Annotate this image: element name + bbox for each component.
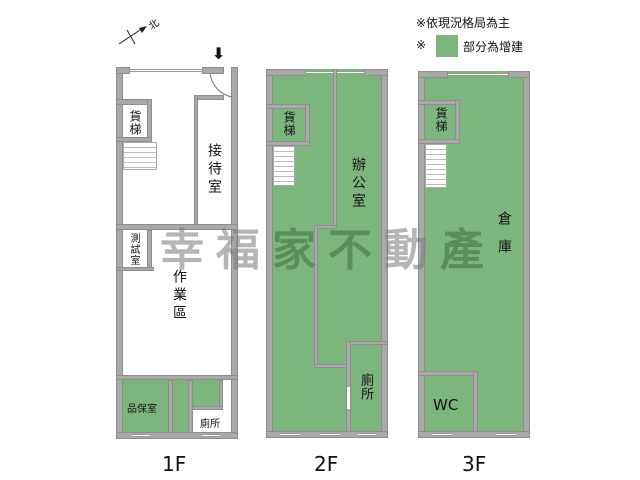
window: [130, 69, 202, 72]
compass-arrow-icon: [118, 26, 147, 45]
addition-area: [123, 380, 168, 432]
floor-label-3f: 3F: [462, 452, 487, 476]
room-label-office: 辦公室: [350, 157, 366, 211]
window: [280, 433, 300, 436]
wall: [194, 95, 224, 100]
wall: [266, 141, 310, 146]
room-label-elevator: 貨梯: [434, 107, 448, 133]
watermark-char: 家: [272, 225, 328, 276]
window: [358, 433, 376, 436]
wall: [418, 71, 448, 78]
watermark-char: 產: [440, 225, 496, 276]
wall: [116, 137, 152, 142]
wall: [305, 104, 310, 144]
entrance-arrow-icon: ⬇: [212, 44, 226, 63]
wall: [314, 364, 350, 368]
floor-plan-2f: 貨梯 辦公室 廁所: [266, 69, 388, 438]
room-label-storage: 品保室: [127, 404, 157, 415]
wall: [147, 99, 152, 139]
wall: [418, 431, 530, 438]
wall: [194, 95, 198, 225]
room-label-elevator: 貨梯: [128, 110, 142, 136]
wall: [266, 69, 306, 76]
room-label-wc: WC: [433, 396, 459, 414]
window: [320, 433, 340, 436]
wall: [116, 267, 154, 271]
floor-plan-1f: 貨梯 接待室 測試室 作業區 品保室 廁所: [116, 67, 238, 439]
room-label-elevator: 貨梯: [282, 111, 296, 137]
compass: 北: [115, 18, 165, 48]
wall: [147, 230, 152, 270]
wall: [455, 100, 460, 142]
floor-label-2f: 2F: [314, 452, 339, 476]
watermark-char: 不: [328, 225, 384, 276]
wall: [508, 71, 530, 78]
wall: [266, 104, 310, 109]
wall: [116, 67, 130, 74]
wall: [202, 67, 224, 74]
wall: [193, 406, 223, 410]
room-label-warehouse: 倉庫: [496, 211, 512, 267]
floor-plan-3f: 貨梯 倉庫 WC: [418, 71, 530, 438]
stairs: [273, 146, 295, 186]
legend-note-1: ※依現況格局為主: [416, 16, 511, 30]
window: [448, 73, 508, 76]
watermark-char: 福: [216, 225, 272, 276]
addition-area: [193, 380, 219, 406]
room-label-toilet: 廁所: [358, 373, 373, 401]
window: [432, 433, 452, 436]
room-label-toilet: 廁所: [200, 419, 220, 430]
legend-note-2-text: 部分為增建: [463, 40, 524, 54]
legend-note-2-prefix: ※: [416, 38, 427, 52]
wall: [418, 371, 478, 376]
wall: [333, 69, 337, 229]
wall: [418, 100, 460, 105]
stairs: [425, 144, 447, 188]
stairs: [123, 142, 157, 170]
wall: [418, 139, 460, 144]
toilet-door: [347, 387, 350, 409]
floor-label-1f: 1F: [162, 452, 187, 476]
addition-area: [173, 380, 188, 432]
addition-area: [266, 69, 388, 438]
watermark-char: 幸: [160, 225, 216, 276]
watermark-char: 動: [384, 225, 440, 276]
window: [202, 434, 220, 437]
room-label-reception: 接待室: [206, 143, 222, 197]
door-swing-icon: [209, 73, 233, 98]
wall: [523, 71, 530, 438]
room-label-test-room: 測試室: [128, 233, 139, 266]
wall: [346, 341, 388, 345]
wall: [116, 67, 123, 439]
room-label-work-area: 作業區: [171, 269, 187, 323]
watermark: 幸福家不動產: [160, 214, 496, 278]
wall: [116, 432, 238, 439]
legend-green-swatch: [436, 35, 458, 57]
wall: [364, 69, 388, 76]
wall: [116, 224, 238, 230]
window: [132, 434, 150, 437]
window: [496, 433, 516, 436]
wall: [473, 371, 478, 438]
wall: [116, 375, 238, 380]
